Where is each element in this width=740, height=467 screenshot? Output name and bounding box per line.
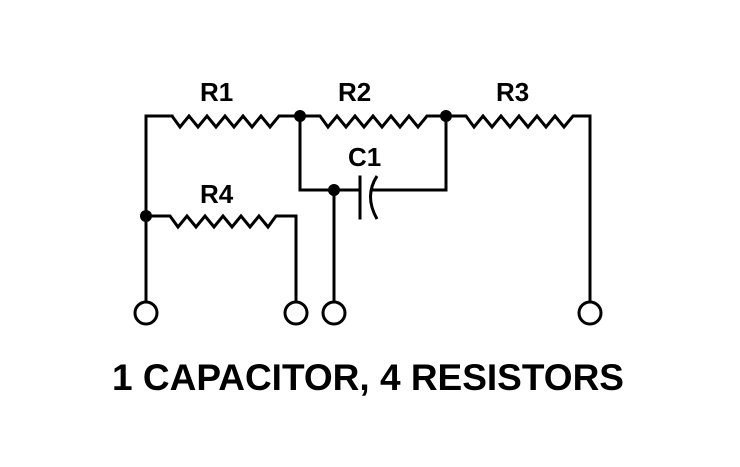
junction-r4 <box>140 210 152 222</box>
terminal-t3 <box>321 300 347 326</box>
label-r3: R3 <box>496 77 529 107</box>
junction-r1-r2 <box>294 110 306 122</box>
resistor-r4 <box>146 213 298 302</box>
junction-c1 <box>328 184 340 196</box>
diagram-caption: 1 CAPACITOR, 4 RESISTORS <box>112 357 624 398</box>
wire-c1-right <box>371 114 448 192</box>
resistor-r1 <box>170 113 300 130</box>
terminal-t2 <box>283 300 309 326</box>
label-r2: R2 <box>338 77 371 107</box>
label-r4: R4 <box>200 179 234 209</box>
capacitor-c1-plate-curved <box>369 175 379 220</box>
junction-r2-r3 <box>440 110 452 122</box>
label-r1: R1 <box>200 77 233 107</box>
resistor-r3 <box>446 113 590 130</box>
label-c1: C1 <box>348 142 381 172</box>
resistor-r2 <box>300 113 446 130</box>
terminal-t4 <box>577 300 603 326</box>
terminal-t1 <box>133 300 159 326</box>
